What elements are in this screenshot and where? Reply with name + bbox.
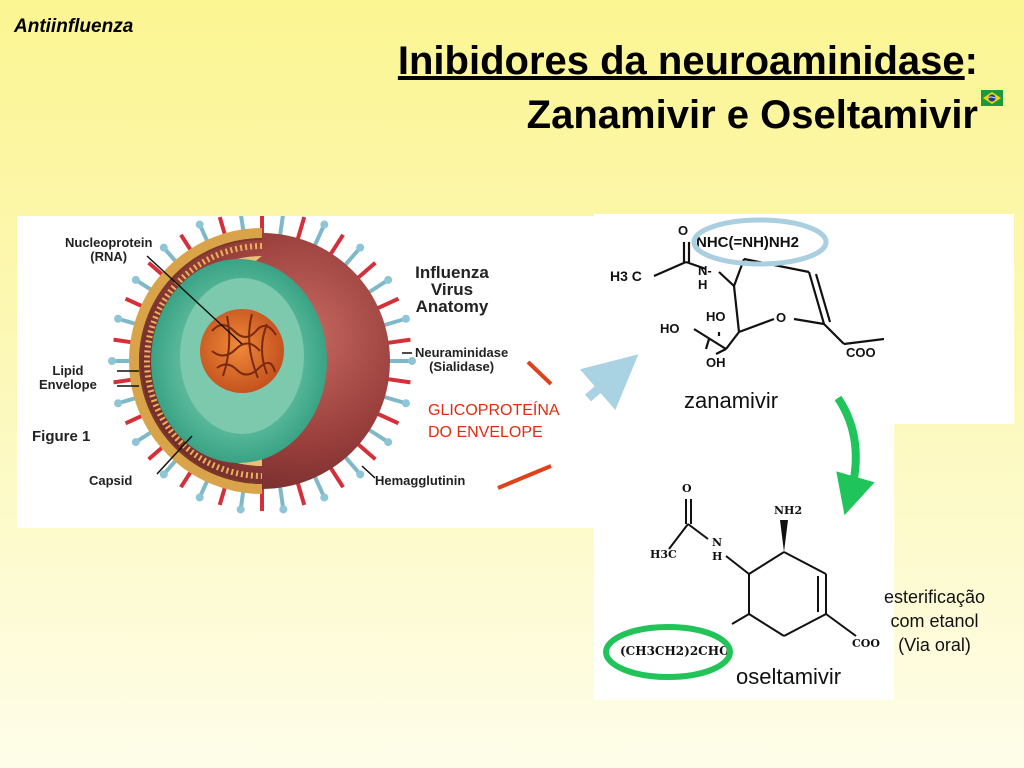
neuraminidase-spike-head [384, 276, 392, 284]
capsid-label: Capsid [89, 474, 132, 488]
neuraminidase-spike-head [160, 470, 168, 478]
hemagglutinin-spike [387, 340, 411, 343]
glycoprotein-note: GLICOPROTEÍNA DO ENVELOPE [428, 400, 560, 444]
neuraminidase-spike-head [279, 216, 287, 217]
oseltamivir-o-top: O [682, 482, 692, 496]
neuraminidase-spike-head [132, 438, 140, 446]
neuraminidase-spike-head [114, 399, 122, 407]
hemagglutinin-spike [330, 235, 343, 255]
oseltamivir-coo: COO [852, 637, 880, 651]
hemagglutinin-spike [357, 444, 375, 460]
zanamivir-o-top: O [678, 224, 688, 238]
virus-anatomy-figure: Nucleoprotein (RNA) Influenza Virus Anat… [17, 216, 597, 528]
neuraminidase-spike-head [356, 244, 364, 252]
hemagglutinin-spike [377, 299, 399, 309]
hemagglutinin-spike [330, 467, 343, 487]
title-line-1: Inibidores da neuroaminidase [398, 39, 965, 83]
oseltamivir-nh: N [712, 536, 722, 550]
oseltamivir-h: H [712, 550, 722, 564]
hemagglutinin-spike [377, 413, 399, 423]
zanamivir-acetyl: H3 C [610, 269, 642, 283]
lipid-envelope-label: Lipid Envelope [39, 364, 97, 392]
neuraminidase-spike-head [402, 315, 410, 323]
title-colon: : [965, 39, 978, 83]
neuraminidase-spike-head [108, 357, 116, 365]
oseltamivir-structure: O H3C N H NH2 (CH3CH2)2CHO COO [594, 424, 894, 700]
title-line-2: Zanamivir e Oseltamivir [398, 88, 978, 142]
brazil-flag-icon [981, 90, 1003, 106]
zanamivir-name-label: zanamivir [676, 386, 786, 416]
neuraminidase-spike-head [237, 505, 245, 513]
slide-category-label: Antiinfluenza [14, 16, 133, 38]
zanamivir-ho-1: HO [706, 310, 726, 324]
zanamivir-h: H [698, 278, 707, 292]
zanamivir-ho-2: HO [660, 322, 680, 336]
hemagglutinin-spike [297, 217, 304, 240]
neuraminidase-spike-head [114, 315, 122, 323]
neuraminidase-spike-head [132, 276, 140, 284]
oseltamivir-name-label: oseltamivir [728, 662, 849, 692]
virus-figure-title: Influenza Virus Anatomy [397, 264, 507, 315]
neuraminidase-spike-head [402, 399, 410, 407]
hemagglutinin-spike [357, 263, 375, 279]
zanamivir-nh: N- [698, 264, 712, 278]
figure-number-label: Figure 1 [32, 430, 90, 444]
slide-title: Inibidores da neuroaminidase: Zanamivir … [398, 34, 978, 142]
neuraminidase-spike-head [320, 221, 328, 229]
neuraminidase-spike [280, 216, 283, 236]
oseltamivir-bonds [594, 424, 894, 700]
hemagglutinin-label: Hemagglutinin [375, 474, 465, 488]
neuraminidase-spike-head [320, 493, 328, 501]
neuraminidase-spike-head [356, 470, 364, 478]
neuraminidase-spike-head [237, 216, 245, 217]
oseltamivir-h3c: H3C [650, 548, 677, 562]
zanamivir-bonds [594, 214, 1014, 424]
neuraminidase-label: Neuraminidase (Sialidase) [415, 346, 508, 374]
nucleoprotein-label: Nucleoprotein (RNA) [65, 236, 152, 264]
hemagglutinin-spike [297, 482, 304, 505]
neuraminidase-spike-head [279, 505, 287, 513]
neuraminidase-spike-head [196, 221, 204, 229]
zanamivir-guanidino: NHC(=NH)NH2 [696, 236, 799, 250]
neuraminidase-spike-head [160, 244, 168, 252]
zanamivir-ring-o: O [776, 311, 786, 325]
oseltamivir-nh2: NH2 [774, 504, 802, 518]
neuraminidase-spike-head [384, 438, 392, 446]
zanamivir-oh: OH [706, 356, 726, 370]
esterification-note: esterificação com etanol (Via oral) [884, 585, 985, 657]
neuraminidase-spike-head [196, 493, 204, 501]
zanamivir-structure: O H3 C N- H NHC(=NH)NH2 HO HO OH O COO [594, 214, 1014, 424]
hemagglutinin-spike [387, 379, 411, 382]
zanamivir-coo: COO [846, 346, 876, 360]
oseltamivir-ester-group: (CH3CH2)2CHO [620, 644, 730, 658]
